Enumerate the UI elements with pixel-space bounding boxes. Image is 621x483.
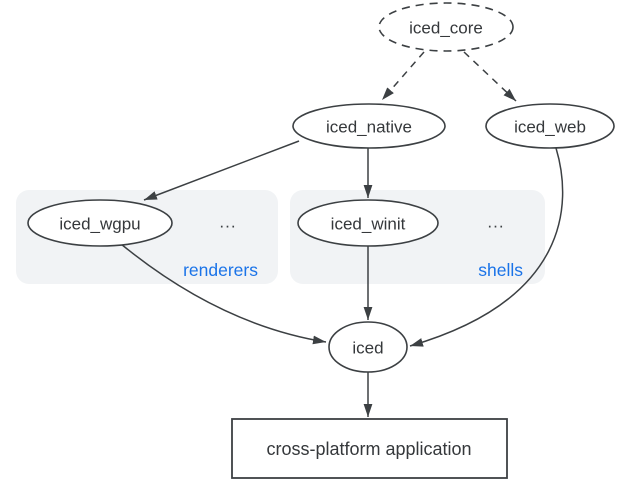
node-label-iced-native: iced_native [326, 118, 412, 137]
node-label-iced-web: iced_web [514, 118, 586, 137]
shells-ellipsis: ... [487, 213, 504, 232]
node-iced-web [485, 103, 615, 149]
node-iced-native [292, 103, 446, 149]
group-label-renderers: renderers [183, 260, 258, 280]
node-label-iced-winit: iced_winit [331, 215, 406, 234]
edge-iced_web-iced [409, 147, 564, 347]
node-iced-core [378, 2, 514, 52]
node-iced-wgpu [27, 199, 173, 247]
node-label-iced: iced [352, 339, 383, 358]
node-iced-winit [297, 199, 439, 247]
node-application [231, 418, 508, 479]
renderers-ellipsis: ... [219, 213, 236, 232]
group-label-shells: shells [478, 260, 523, 280]
edge-iced_native-iced_wgpu [143, 140, 300, 201]
edge-iced_wgpu-iced [120, 243, 327, 345]
node-label-application: cross-platform application [266, 439, 471, 459]
node-label-iced-wgpu: iced_wgpu [59, 215, 140, 234]
edge-iced_core-iced_web [463, 51, 517, 102]
node-label-iced-core: iced_core [409, 19, 483, 38]
edge-iced_core-iced_native [381, 51, 425, 101]
node-iced [328, 321, 408, 373]
